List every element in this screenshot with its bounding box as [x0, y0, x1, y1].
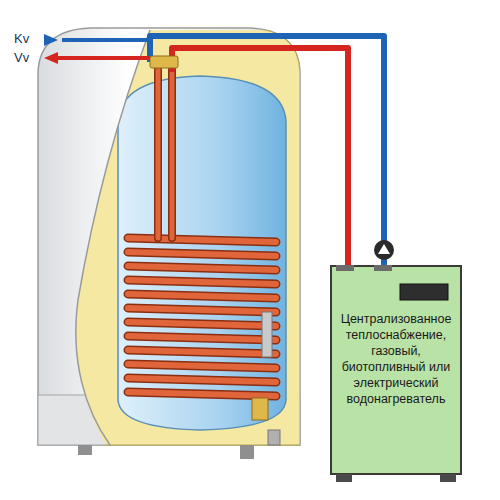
- hot-water-line: [58, 56, 150, 60]
- thermostat: [262, 312, 272, 357]
- outlet-fitting: [252, 398, 268, 420]
- return-pipe: [150, 36, 384, 268]
- heater-foot: [440, 474, 456, 482]
- heat-source-box: Централизованное теплоснабжение, газовый…: [330, 265, 462, 475]
- pipe-nozzle: [374, 265, 392, 271]
- hot-water-arrow: [44, 52, 58, 64]
- heater-foot: [336, 474, 352, 482]
- tank-foot: [78, 445, 92, 455]
- pipe-nozzle: [336, 265, 354, 271]
- insulation: [38, 28, 300, 445]
- pipe-label: Vv: [14, 50, 29, 65]
- pump-symbol: [378, 244, 390, 254]
- cold-water-arrow: [44, 34, 58, 46]
- tank-foot: [240, 445, 254, 459]
- inner-tank: [118, 76, 286, 430]
- pipe-label: Kv: [14, 31, 29, 46]
- heating-coil: [128, 70, 276, 396]
- tank-shell: [38, 28, 300, 445]
- drain-valve: [268, 430, 280, 445]
- display-panel: [400, 284, 448, 300]
- node-text: Централизованное теплоснабжение, газовый…: [336, 311, 456, 407]
- pump-symbol: [374, 240, 394, 260]
- supply-pipe: [172, 48, 348, 268]
- cut-edge: [76, 30, 150, 445]
- cold-water-line: [62, 38, 150, 42]
- top-fitting: [150, 56, 178, 68]
